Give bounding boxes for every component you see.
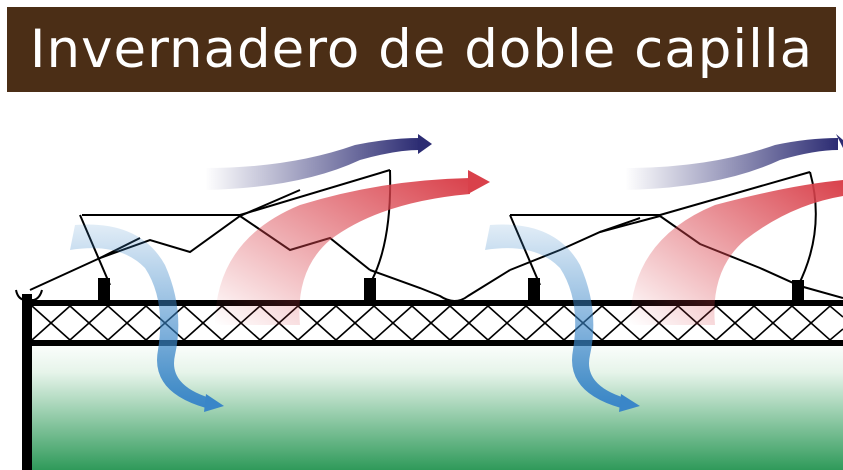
- greenhouse-interior: [30, 340, 843, 470]
- left-wall: [22, 294, 32, 470]
- cold-air-arrow-icon-2: [485, 224, 640, 412]
- warm-air-arrow-icon-2: [630, 180, 843, 325]
- outgoing-air-arrow-icon: [205, 134, 432, 190]
- upper-beam: [30, 300, 843, 306]
- beam-lattice: [31, 304, 843, 342]
- cold-air-arrow-icon: [70, 224, 224, 412]
- diagram-title-text: Invernadero de doble capilla: [29, 19, 814, 80]
- title-background: [7, 7, 836, 92]
- vent-posts: [98, 278, 804, 300]
- title-overlay: Invernadero de doble capilla: [7, 7, 836, 92]
- warm-air-arrow-icon: [215, 170, 490, 325]
- lower-beam: [30, 340, 843, 346]
- outgoing-air-arrow-icon-2: [625, 134, 843, 190]
